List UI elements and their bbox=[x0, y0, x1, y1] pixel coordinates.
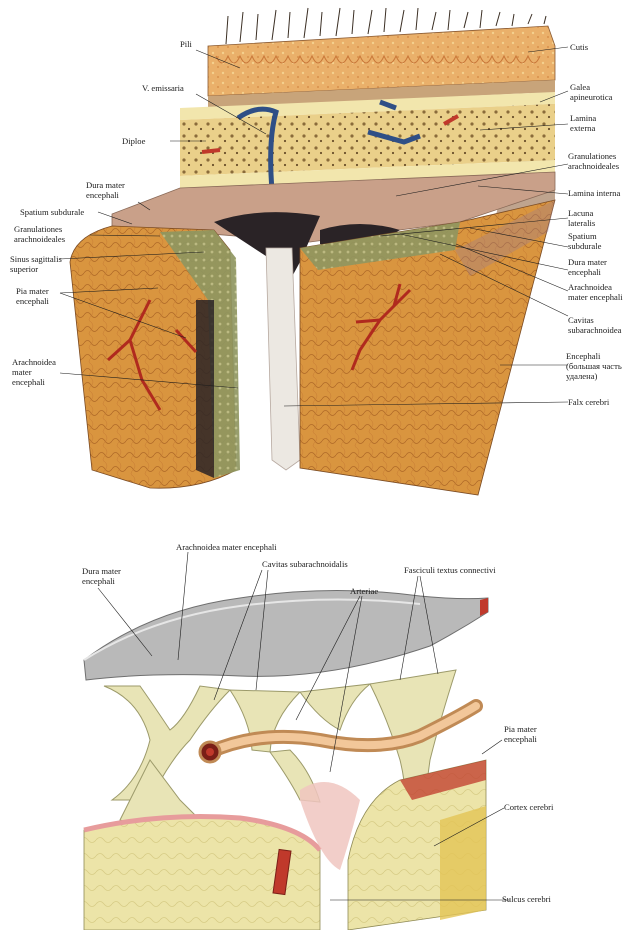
dura-highlight bbox=[83, 598, 421, 661]
left-arachnoid-band bbox=[160, 230, 240, 478]
label-cavitas-subarachnoidalis: Cavitas subarachnoidalis bbox=[262, 559, 348, 569]
leader-lines bbox=[59, 46, 569, 901]
label-arachnoidea-left: Arachnoidea mater encephali bbox=[12, 357, 56, 387]
label-pili: Pili bbox=[180, 39, 192, 49]
artery-lumen bbox=[206, 748, 214, 756]
label-dura-mater-right: Dura mater encephali bbox=[568, 257, 607, 277]
label-arteriae: Arteriae bbox=[350, 586, 379, 596]
subarachnoid-space-figure bbox=[83, 589, 489, 930]
scalp-artery bbox=[443, 114, 459, 126]
label-lacuna-lateralis: Lacuna lateralis bbox=[568, 208, 596, 228]
label-falx-cerebri: Falx cerebri bbox=[568, 397, 610, 407]
artery-highlight bbox=[206, 702, 480, 756]
dura-membrane bbox=[83, 589, 489, 681]
label-arachnoidea-right: Arachnoidea mater encephali bbox=[568, 282, 623, 302]
right-cortex-face bbox=[440, 806, 486, 920]
label-pia-mater-bottom: Pia mater encephali bbox=[504, 724, 537, 744]
label-diploe: Diploe bbox=[122, 136, 146, 146]
scalp-section-figure bbox=[69, 7, 556, 496]
right-pia-cut bbox=[400, 760, 486, 800]
right-hemisphere bbox=[299, 199, 556, 496]
scalp-vein bbox=[379, 99, 397, 111]
left-pia-surface bbox=[83, 814, 322, 852]
label-galea-apineurotica: Galea apineurotica bbox=[570, 82, 613, 102]
label-granulationes-left: Granulationes arachnoideales bbox=[14, 224, 66, 244]
label-spatium-subdurale-left: Spatium subdurale bbox=[20, 207, 85, 217]
label-encephali: Encephali (большая часть удалена) bbox=[566, 351, 622, 381]
skin-papillae bbox=[215, 54, 541, 64]
dura-cut-red bbox=[480, 598, 488, 616]
cortical-arteries bbox=[106, 283, 412, 411]
label-dura-mater-left: Dura mater encephali bbox=[86, 180, 125, 200]
right-arachnoid-band bbox=[300, 222, 460, 270]
label-granulationes-right: Granulationes arachnoideales bbox=[568, 151, 620, 171]
label-cutis: Cutis bbox=[570, 42, 589, 52]
emissary-vein bbox=[236, 106, 280, 191]
label-pia-mater-left: Pia mater encephali bbox=[16, 286, 49, 306]
diploic-artery bbox=[201, 148, 221, 154]
label-sinus-sagittalis-superior: Sinus sagittalis superior bbox=[10, 254, 62, 274]
label-fasciculi-textus-connectivi: Fasciculi textus connectivi bbox=[404, 565, 496, 575]
left-dark-gap bbox=[196, 300, 214, 478]
pial-pink-fold bbox=[300, 782, 360, 870]
right-shadow bbox=[455, 200, 555, 276]
label-lamina-interna: Lamina interna bbox=[568, 188, 621, 198]
label-spatium-subdurale-right: Spatium subdurale bbox=[568, 231, 602, 251]
label-cortex-cerebri: Cortex cerebri bbox=[504, 802, 554, 812]
perforating-vessel bbox=[272, 848, 292, 896]
label-v-emissaria: V. emissaria bbox=[142, 83, 184, 93]
label-lamina-externa: Lamina externa bbox=[570, 113, 597, 133]
falx-cerebri bbox=[265, 247, 301, 471]
diploic-vein bbox=[367, 129, 421, 145]
hair bbox=[225, 7, 547, 45]
label-dura-mater-bottom: Dura mater encephali bbox=[82, 566, 121, 586]
label-sulcus-cerebri: Sulcus cerebri bbox=[502, 894, 551, 904]
label-arachnoidea-bottom: Arachnoidea mater encephali bbox=[176, 542, 277, 552]
galea-layer bbox=[208, 80, 555, 108]
label-cavitas-subarachnoidea: Cavitas subarachnoidea bbox=[568, 315, 622, 335]
